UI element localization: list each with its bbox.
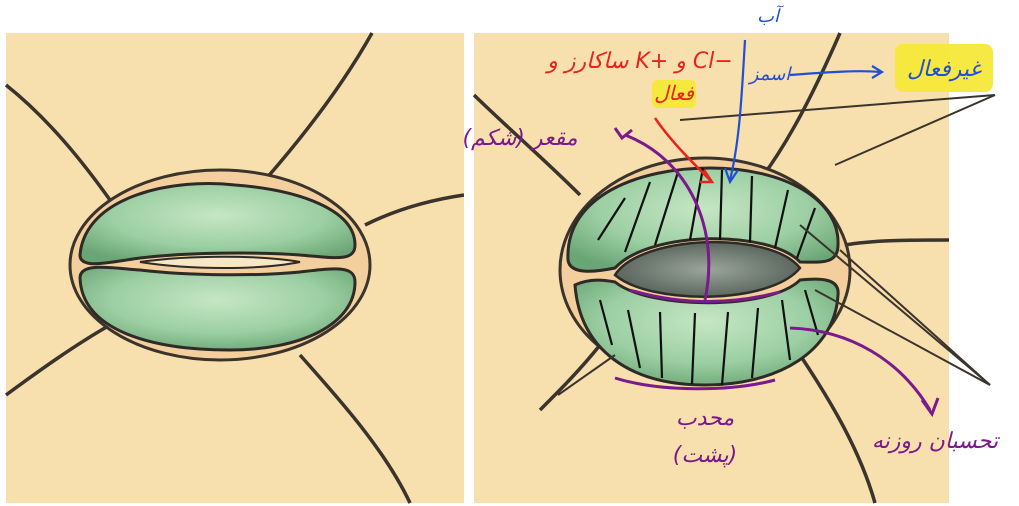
label-radial-cellulose: تحسبان روزنه: [872, 429, 1001, 454]
curvature-marks: [613, 127, 940, 418]
label-convex: محدب: [676, 406, 734, 431]
label-active: فعال: [654, 81, 694, 105]
label-inactive: غیرفعال: [907, 57, 983, 82]
closed-pore: [139, 255, 301, 269]
label-sugar-ions: ساکارز و K+ و Cl−: [544, 49, 733, 74]
highlight-active: [652, 80, 696, 108]
epidermal-cell-walls-right: [472, 32, 950, 504]
panel-divider: [464, 33, 474, 503]
osmosis-arrows: [723, 39, 885, 185]
highlight-inactive: [895, 44, 993, 92]
epidermal-cell-walls: [4, 32, 465, 504]
guard-cell-lower-right: [573, 277, 840, 387]
active-transport-arrow: [653, 117, 715, 184]
open-stoma-panel: [472, 32, 996, 504]
label-water: آب: [757, 5, 784, 27]
radial-microfibrils: [597, 167, 820, 386]
label-osmosis: اسمز: [748, 64, 792, 85]
label-concave: مقعر (شکم): [462, 126, 577, 151]
label-convex-back: (پشت): [673, 443, 738, 468]
printed-leader-lines: [557, 94, 996, 396]
guard-cell-lower: [78, 265, 357, 352]
guard-cell-upper: [78, 182, 357, 266]
closed-stoma-panel: [4, 32, 465, 504]
